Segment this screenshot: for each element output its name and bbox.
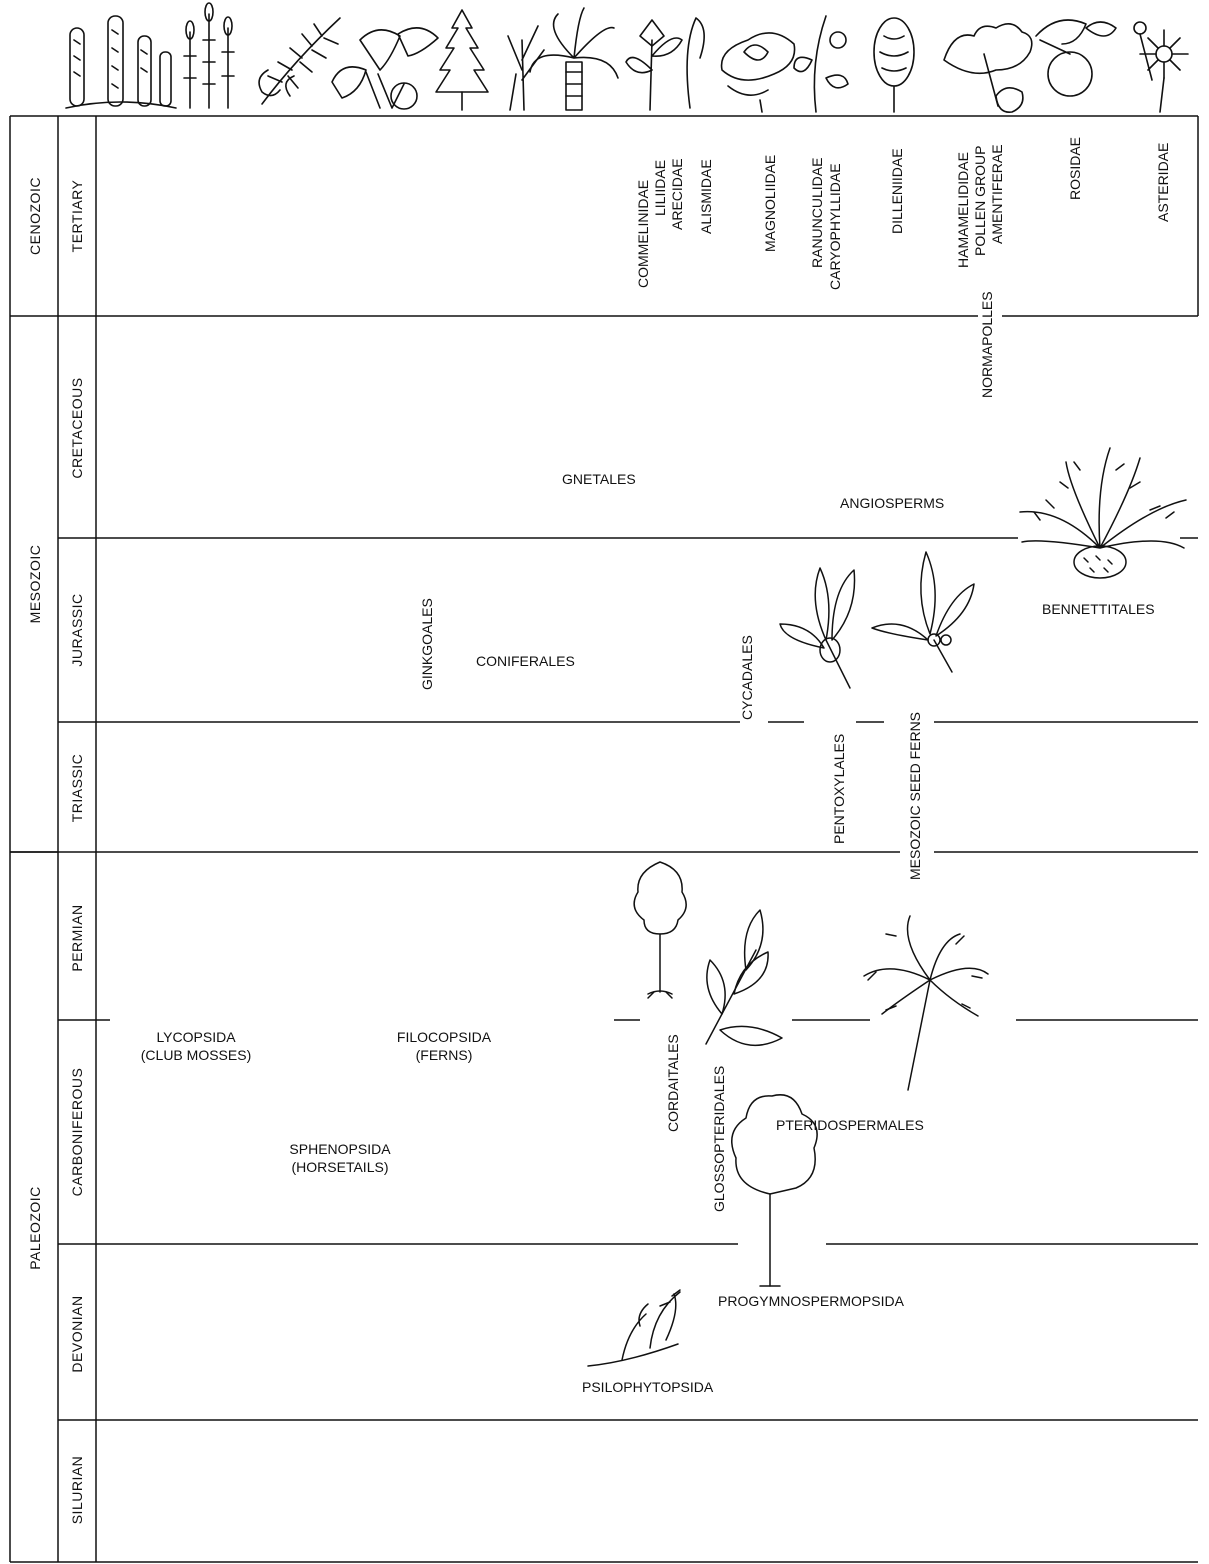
- cycad-palm-illustration: [529, 7, 619, 111]
- label-cordaitales: CORDAITALES: [665, 1034, 681, 1132]
- seed-fern-tree-illustration: [863, 915, 989, 1091]
- label-amentiferae: AMENTIFERAE: [989, 144, 1005, 244]
- club-moss-illustration: [65, 15, 177, 109]
- period-boundary-lines: [10, 315, 1198, 1563]
- two-line-taxa-labels: LYCOPSIDA (CLUB MOSSES) FILOCOPSIDA (FER…: [141, 1029, 492, 1175]
- oak-leaf-illustration: [943, 23, 1033, 113]
- label-mesozoic-seed-ferns: MESOZOIC SEED FERNS: [907, 712, 923, 880]
- angiosperm-subclass-labels: COMMELINIDAE LILIIDAE ARECIDAE ALISMIDAE…: [635, 137, 1171, 290]
- daisy-flower-illustration: [1133, 21, 1189, 113]
- label-ranunculidae: RANUNCULIDAE: [809, 158, 825, 268]
- period-label-permian: PERMIAN: [69, 904, 85, 971]
- ephedra-twig-illustration: [507, 25, 545, 111]
- monocot-flower-illustration: [625, 17, 705, 111]
- era-label-cenozoic: CENOZOIC: [27, 177, 43, 255]
- cordaite-tree-illustration: [633, 861, 687, 999]
- label-bennettitales: BENNETTITALES: [1042, 601, 1155, 617]
- taxon-illustrations: [587, 447, 1187, 1367]
- period-label-silurian: SILURIAN: [69, 1456, 85, 1525]
- horsetail-illustration: [183, 2, 235, 109]
- period-labels: TERTIARY CRETACEOUS JURASSIC TRIASSIC PE…: [69, 179, 85, 1524]
- label-sphenopsida-sub: (HORSETAILS): [292, 1159, 389, 1175]
- label-arecidae: ARECIDAE: [669, 158, 685, 230]
- label-coniferales: CONIFERALES: [476, 653, 575, 669]
- period-label-carboniferous: CARBONIFEROUS: [69, 1068, 85, 1197]
- label-magnoliidae: MAGNOLIIDAE: [762, 155, 778, 252]
- magnolia-flower-illustration: [720, 32, 796, 113]
- era-label-paleozoic: PALEOZOIC: [27, 1186, 43, 1270]
- columbine-flower-illustration: [793, 15, 849, 113]
- seed-fern-frond-illustration: [871, 551, 975, 673]
- label-lycopsida: LYCOPSIDA: [156, 1029, 236, 1045]
- fern-frond-illustration: [258, 17, 341, 105]
- label-dilleniidae: DILLENIIDAE: [889, 148, 905, 234]
- label-pteridospermales: PTERIDOSPERMALES: [776, 1117, 924, 1133]
- period-label-cretaceous: CRETACEOUS: [69, 377, 85, 478]
- label-gnetales: GNETALES: [562, 471, 636, 487]
- label-caryophyllidae: CARYOPHYLLIDAE: [827, 163, 843, 290]
- conifer-tree-illustration: [435, 9, 489, 111]
- period-label-jurassic: JURASSIC: [69, 593, 85, 666]
- label-psilophytopsida: PSILOPHYTOPSIDA: [582, 1379, 714, 1395]
- time-scale-frame: [9, 115, 1199, 1562]
- label-asteridae: ASTERIDAE: [1155, 143, 1171, 222]
- label-sphenopsida: SPHENOPSIDA: [289, 1141, 391, 1157]
- deciduous-tree-illustration: [873, 17, 915, 113]
- label-normapolles: NORMAPOLLES: [979, 291, 995, 398]
- label-hamamelididae: HAMAMELIDIDAE: [955, 152, 971, 268]
- era-labels: CENOZOIC MESOZOIC PALEOZOIC: [27, 177, 43, 1270]
- era-label-mesozoic: MESOZOIC: [27, 545, 43, 624]
- period-label-devonian: DEVONIAN: [69, 1295, 85, 1372]
- pentoxylon-shoot-illustration: [779, 567, 856, 689]
- glossopteris-leaf-illustration: [705, 909, 783, 1047]
- label-filocopsida-sub: (FERNS): [416, 1047, 473, 1063]
- label-angiosperms: ANGIOSPERMS: [840, 495, 944, 511]
- apple-branch-illustration: [1035, 19, 1117, 97]
- label-commelinidae: COMMELINIDAE: [635, 180, 651, 288]
- archaeopteris-tree-illustration: [731, 1094, 818, 1287]
- label-progymnospermopsida: PROGYMNOSPERMOPSIDA: [718, 1293, 905, 1309]
- bennettite-plant-illustration: [1019, 447, 1187, 579]
- label-glossopteridales: GLOSSOPTERIDALES: [711, 1066, 727, 1212]
- label-liliidae: LILIIDAE: [652, 160, 668, 216]
- plant-illustration-strip: [65, 2, 1189, 113]
- label-pentoxylales: PENTOXYLALES: [831, 734, 847, 844]
- label-cycadales: CYCADALES: [739, 635, 755, 720]
- label-rosidae: ROSIDAE: [1067, 137, 1083, 200]
- label-pollen-group: POLLEN GROUP: [972, 146, 988, 256]
- period-label-tertiary: TERTIARY: [69, 179, 85, 252]
- taxa-labels: NORMAPOLLES GNETALES ANGIOSPERMS GINKGOA…: [419, 291, 1155, 1395]
- label-filocopsida: FILOCOPSIDA: [397, 1029, 492, 1045]
- period-label-triassic: TRIASSIC: [69, 754, 85, 823]
- psilophyte-plant-illustration: [587, 1289, 681, 1367]
- label-lycopsida-sub: (CLUB MOSSES): [141, 1047, 251, 1063]
- label-ginkgoales: GINKGOALES: [419, 598, 435, 690]
- ginkgo-leaf-illustration: [331, 27, 439, 110]
- label-alismidae: ALISMIDAE: [698, 159, 714, 234]
